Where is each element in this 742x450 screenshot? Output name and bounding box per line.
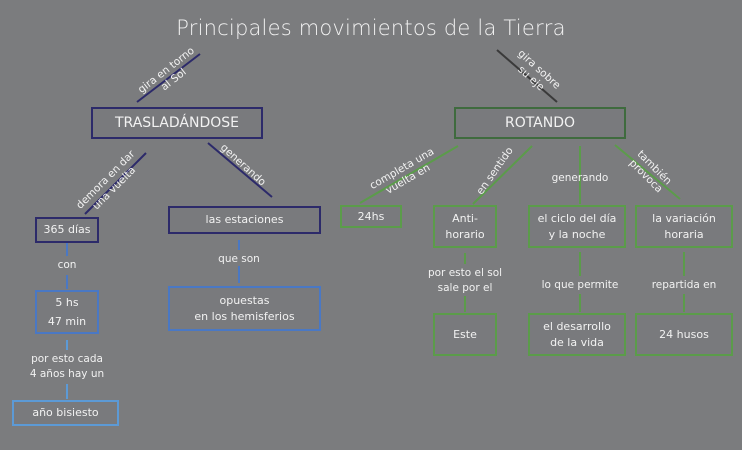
link-label-con: con	[57, 259, 77, 271]
node-desarrollo-vida: el desarrollo de la vida	[528, 313, 626, 356]
link-label-permite: lo que permite	[541, 279, 619, 291]
node-ciclo-dia-noche: el ciclo del día y la noche	[528, 205, 626, 248]
line-gira-sol	[136, 53, 201, 103]
node-variacion-horaria: la variación horaria	[635, 205, 733, 248]
link-label-sale-por: por esto el sol sale por el	[427, 267, 503, 294]
node-ano-bisiesto: año bisiesto	[12, 400, 119, 426]
line-demora	[84, 152, 147, 215]
node-opuestas: opuestas en los hemisferios	[168, 286, 321, 331]
node-24hs: 24hs	[340, 205, 402, 228]
node-365-dias: 365 días	[35, 217, 99, 243]
diagram-title: Principales movimientos de la Tierra	[176, 16, 566, 40]
line-gira-eje	[496, 49, 558, 103]
line-tambien	[614, 144, 681, 200]
line-completa	[359, 145, 459, 204]
node-este: Este	[433, 313, 497, 356]
link-label-que-son: que son	[218, 253, 260, 265]
node-trasladandose: TRASLADÁNDOSE	[91, 107, 263, 139]
line-en-sentido	[472, 145, 533, 205]
node-horas: 5 hs 47 min	[35, 290, 99, 334]
node-rotando: ROTANDO	[454, 107, 626, 139]
node-24-husos: 24 husos	[635, 313, 733, 356]
line-generando-t	[207, 142, 273, 198]
node-estaciones: las estaciones	[168, 206, 321, 234]
node-antihorario: Anti- horario	[433, 205, 497, 248]
link-label-repartida: repartida en	[651, 279, 717, 291]
link-label-generando-r: generando	[551, 172, 609, 184]
link-label-por-esto-cada: por esto cada 4 años hay un	[29, 353, 105, 380]
